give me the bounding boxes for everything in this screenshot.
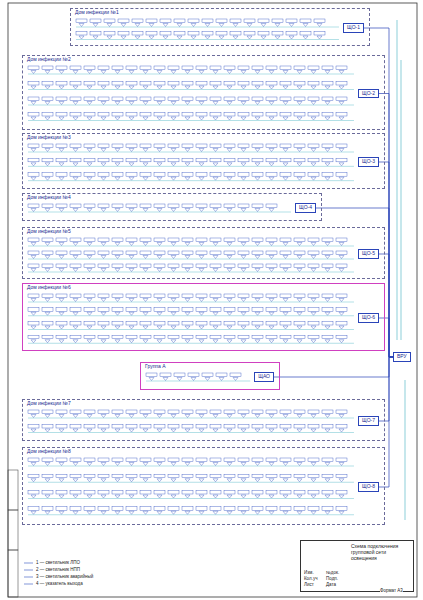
title-block-cell: Изм. [304, 570, 314, 575]
title-block-cell: Лист [304, 582, 314, 587]
feeder-cable [379, 162, 393, 357]
legend-sample [24, 570, 33, 571]
panel-label: ЩАО [258, 374, 270, 380]
building-group: Дом инфекции №4 ЩО-4 [22, 193, 322, 221]
building-group: Дом инфекции №3 ЩО-3 [22, 133, 385, 189]
title-block-cell: Кол.уч [304, 576, 318, 581]
legend-text: 4 — указатель выхода [36, 581, 83, 586]
legend-text: 3 — светильник аварийный [36, 574, 93, 579]
group-heading: Дом инфекции №3 [26, 135, 72, 141]
supply-buses [397, 20, 405, 520]
group-heading: Дом инфекции №5 [26, 229, 72, 235]
lighting-panel: ЩО-4 [295, 203, 316, 213]
switchboard-label: ВРУ [397, 354, 407, 360]
panel-label: ЩО-7 [362, 418, 375, 424]
legend-entry: 3 — светильник аварийный [36, 574, 93, 579]
legend-sample [24, 563, 33, 564]
building-group: Дом инфекции №8 ЩО-8 [22, 447, 385, 525]
title-block-cell: Подп. [326, 576, 338, 581]
panel-label: ЩО-3 [362, 159, 375, 165]
group-heading: Дом инфекции №8 [26, 449, 72, 455]
legend-entry: 4 — указатель выхода [36, 581, 83, 586]
title-block: Схема подключения групповой сети освещен… [300, 540, 414, 592]
building-group: Дом инфекции №5 ЩО-5 [22, 227, 385, 279]
group-heading: Дом инфекции №2 [26, 57, 72, 63]
feeder-cable [379, 254, 393, 357]
lighting-panel: ЩО-1 [343, 23, 364, 33]
legend-text: 2 — светильник НПП [36, 567, 80, 572]
panel-label: ЩО-2 [362, 91, 375, 97]
panel-label: ЩО-8 [362, 484, 375, 490]
lighting-panel: ЩО-6 [358, 313, 379, 323]
sheet-title: Схема подключения групповой сети освещен… [351, 544, 410, 561]
building-group: Дом инфекции №7 ЩО-7 [22, 399, 385, 441]
binding-stamps [8, 470, 18, 597]
building-group: Дом инфекции №6 ЩО-6 [22, 283, 385, 351]
building-group: Группа А ЩАО [140, 362, 280, 390]
main-switchboard: ВРУ [393, 352, 411, 362]
panel-label: ЩО-1 [347, 25, 360, 31]
title-block-cell: Формат А3 [380, 588, 403, 593]
group-heading: Дом инфекции №4 [26, 195, 72, 201]
group-heading: Дом инфекции №1 [74, 10, 120, 16]
title-block-cell: №док. [326, 570, 339, 575]
group-heading: Дом инфекции №7 [26, 401, 72, 407]
group-heading: Группа А [144, 364, 167, 370]
legend-entry: 2 — светильник НПП [36, 567, 80, 572]
panel-label: ЩО-4 [299, 205, 312, 211]
feeder-cable [379, 357, 393, 487]
panel-label: ЩО-5 [362, 251, 375, 257]
legend-entry: 1 — светильник ЛПО [36, 560, 80, 565]
group-heading: Дом инфекции №6 [26, 285, 72, 291]
lighting-panel: ЩО-2 [358, 89, 379, 99]
lighting-panel: ЩО-7 [358, 416, 379, 426]
lighting-panel: ЩО-8 [358, 482, 379, 492]
legend-text: 1 — светильник ЛПО [36, 560, 80, 565]
legend-sample [24, 577, 33, 578]
lighting-panel: ЩАО [254, 372, 274, 382]
lighting-panel: ЩО-3 [358, 157, 379, 167]
legend-sample [24, 584, 33, 585]
title-block-cell: Дата [326, 582, 336, 587]
panel-label: ЩО-6 [362, 315, 375, 321]
building-group: Дом инфекции №2 ЩО-2 [22, 55, 385, 130]
feeder-cable [364, 28, 393, 357]
lighting-panel: ЩО-5 [358, 249, 379, 259]
sheet-frame [8, 3, 417, 597]
feeder-cable [379, 318, 393, 357]
building-group: Дом инфекции №1 ЩО-1 [70, 8, 370, 46]
feeder-cable [274, 357, 393, 377]
feeder-cable [379, 357, 393, 421]
